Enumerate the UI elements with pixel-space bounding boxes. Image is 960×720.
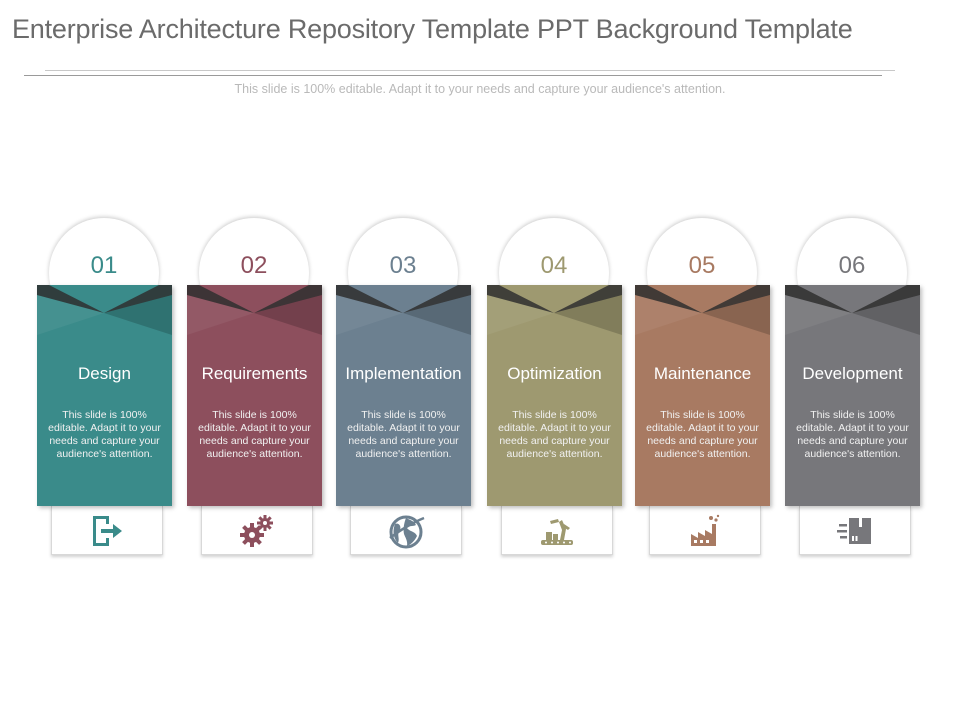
globe-icon — [389, 515, 425, 549]
icon-box — [201, 506, 313, 555]
title-divider-top — [45, 70, 895, 71]
step-heading: Optimization — [507, 364, 602, 383]
step-heading: Maintenance — [653, 364, 752, 383]
step-panel: Implementation This slide is 100% editab… — [336, 285, 471, 506]
ribbon-fold — [187, 285, 322, 335]
step-heading: Implementation — [345, 364, 462, 383]
step-description: This slide is 100% editable. Adapt it to… — [646, 409, 759, 460]
icon-box — [649, 506, 761, 555]
step-card-design: 01 Design This slide is 100% editable. A… — [37, 218, 177, 558]
title-divider-bottom — [24, 75, 882, 76]
step-panel: Design This slide is 100% editable. Adap… — [37, 285, 172, 506]
step-panel: Optimization This slide is 100% editable… — [487, 285, 622, 506]
icon-box — [501, 506, 613, 555]
step-number: 06 — [838, 252, 866, 279]
icon-box — [350, 506, 462, 555]
fast-delivery-box-icon — [837, 518, 871, 544]
step-description: This slide is 100% editable. Adapt it to… — [48, 409, 161, 460]
ribbon-fold — [785, 285, 920, 335]
step-card-requirements: 02 Requirements This slide is 100% edita… — [187, 218, 327, 558]
robotic-arm-icon — [541, 519, 573, 545]
icon-box — [51, 506, 163, 555]
step-card-implementation: 03 Implementation This slide is 100% edi… — [336, 218, 476, 558]
step-panel: Requirements This slide is 100% editable… — [187, 285, 322, 506]
step-description: This slide is 100% editable. Adapt it to… — [198, 409, 311, 460]
step-card-development: 06 Development This slide is 100% editab… — [785, 218, 925, 558]
step-description: This slide is 100% editable. Adapt it to… — [796, 409, 909, 460]
step-heading: Requirements — [201, 364, 308, 383]
step-card-optimization: 04 Optimization This slide is 100% edita… — [487, 218, 627, 558]
page-title: Enterprise Architecture Repository Templ… — [12, 14, 853, 44]
page-subtitle: This slide is 100% editable. Adapt it to… — [234, 82, 726, 96]
factory-icon — [691, 514, 720, 546]
exit-door-icon — [93, 516, 122, 546]
gears-icon — [240, 515, 273, 547]
ribbon-fold — [635, 285, 770, 335]
step-number: 03 — [389, 252, 417, 279]
step-number: 05 — [688, 252, 716, 279]
step-panel: Development This slide is 100% editable.… — [785, 285, 920, 506]
step-card-maintenance: 05 Maintenance This slide is 100% editab… — [635, 218, 775, 558]
step-panel: Maintenance This slide is 100% editable.… — [635, 285, 770, 506]
step-heading: Design — [78, 364, 131, 383]
ribbon-fold — [37, 285, 172, 335]
step-heading: Development — [802, 364, 903, 383]
ribbon-fold — [487, 285, 622, 335]
ribbon-fold — [336, 285, 471, 335]
icon-box — [799, 506, 911, 555]
step-number: 01 — [90, 252, 118, 279]
step-number: 04 — [540, 252, 568, 279]
step-description: This slide is 100% editable. Adapt it to… — [347, 409, 460, 460]
step-description: This slide is 100% editable. Adapt it to… — [498, 409, 611, 460]
step-number: 02 — [240, 252, 268, 279]
